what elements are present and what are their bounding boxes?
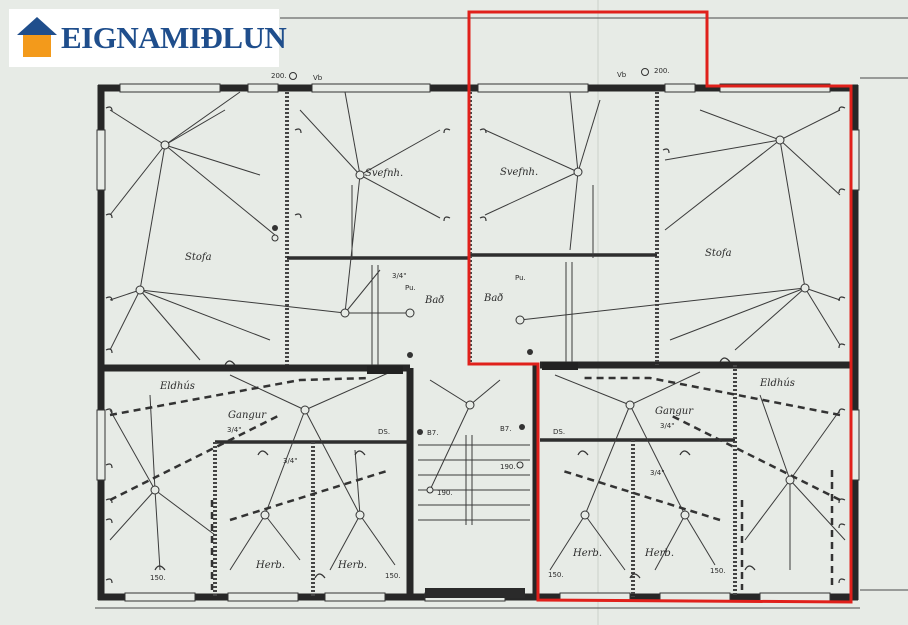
svg-text:150.: 150. xyxy=(710,567,726,575)
svg-text:3/4": 3/4" xyxy=(283,457,298,465)
room-label: Herb. xyxy=(337,560,367,571)
room-label: Eldhús xyxy=(759,378,795,389)
svg-text:B7.: B7. xyxy=(500,425,511,433)
room-label: Herb. xyxy=(572,548,602,559)
windows xyxy=(96,83,860,602)
svg-text:Pu.: Pu. xyxy=(515,274,526,282)
stairwell xyxy=(418,435,530,598)
annotations: 200. Vb Vb 200. 150. 150. 150. 150. 190.… xyxy=(150,67,726,582)
wiring-right xyxy=(484,91,846,571)
svg-text:3/4": 3/4" xyxy=(650,469,665,477)
svg-text:150.: 150. xyxy=(150,574,166,582)
highlighted-apartment-outline xyxy=(467,10,853,604)
svg-text:3/4": 3/4" xyxy=(227,426,242,434)
svg-text:190.: 190. xyxy=(437,489,453,497)
svg-text:B7.: B7. xyxy=(427,429,438,437)
brand-name: EIGNAMIÐLUN xyxy=(61,20,287,55)
room-label: Herb. xyxy=(255,560,285,571)
room-label: Gangur xyxy=(655,406,694,417)
svg-text:3/4": 3/4" xyxy=(660,422,675,430)
room-label: Herb. xyxy=(644,548,674,559)
outlet-symbols xyxy=(105,106,846,584)
room-label: Svefnh. xyxy=(365,168,403,179)
svg-text:Vb: Vb xyxy=(313,74,323,82)
svg-text:200.: 200. xyxy=(271,72,287,80)
fixture-nodes xyxy=(135,68,810,520)
wiring-left xyxy=(109,91,501,571)
svg-text:3/4": 3/4" xyxy=(392,272,407,280)
svg-text:DS.: DS. xyxy=(378,428,390,436)
svg-text:DS.: DS. xyxy=(553,428,565,436)
dashed-conduits xyxy=(109,376,841,590)
svg-text:150.: 150. xyxy=(548,571,564,579)
svg-text:Pu.: Pu. xyxy=(405,284,416,292)
room-labels-left: Stofa Svefnh. Bað Eldhús Gangur Herb. He… xyxy=(159,168,444,571)
svg-text:190.: 190. xyxy=(500,463,516,471)
room-label: Bað xyxy=(424,295,444,306)
room-labels-right: Stofa Svefnh. Bað Eldhús Gangur Herb. He… xyxy=(483,167,795,559)
svg-text:150.: 150. xyxy=(385,572,401,580)
room-label: Stofa xyxy=(705,248,732,259)
risers xyxy=(351,185,594,374)
room-label: Eldhús xyxy=(159,381,195,392)
house-logo-icon xyxy=(17,17,57,57)
room-label: Svefnh. xyxy=(500,167,538,178)
svg-text:200.: 200. xyxy=(654,67,670,75)
room-label: Gangur xyxy=(228,410,267,421)
room-label: Stofa xyxy=(185,252,212,263)
brand-logo[interactable]: EIGNAMIÐLUN xyxy=(9,9,287,67)
room-label: Bað xyxy=(483,293,503,304)
svg-text:Vb: Vb xyxy=(617,71,627,79)
